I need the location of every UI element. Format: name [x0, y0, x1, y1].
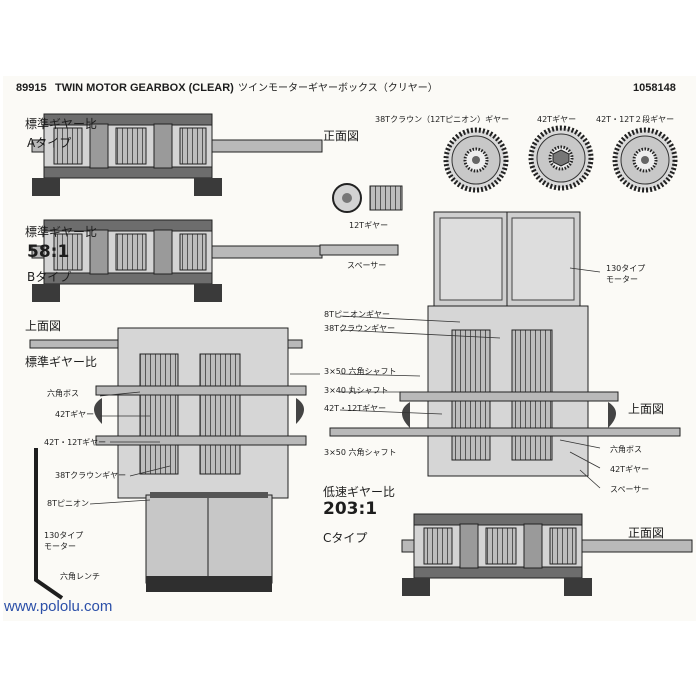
right-crown-label: 38Tクラウンギヤー [324, 324, 396, 333]
type-c-view-label: 正面図 [628, 526, 665, 540]
left-view-label: 上面図 [25, 319, 62, 333]
product-title: TWIN MOTOR GEARBOX (CLEAR) [55, 82, 234, 94]
left-gear-42t-label: 42Tギヤー [55, 410, 95, 419]
left-pinion-label: 8Tピニオン [47, 499, 89, 508]
left-top-view-gearbox [29, 327, 307, 592]
part-number: 1058148 [633, 82, 676, 94]
right-spacer-label: スペーサー [610, 485, 650, 494]
product-title-jp: ツインモーターギヤーボックス（クリヤー） [238, 83, 438, 94]
product-code: 89915 [16, 82, 47, 94]
spacer-caption: スペーサー [347, 261, 387, 270]
type-b-label: Bタイプ [27, 270, 72, 284]
right-gear-42t-label: 42Tギヤー [610, 465, 650, 474]
left-motor-label-2: モーター [44, 542, 76, 551]
type-b-gear-ratio-label: 標準ギヤー比 [25, 225, 98, 239]
gear-42t-caption: 42Tギヤー [537, 115, 577, 124]
right-motor-label-1: 130タイプ [606, 264, 646, 273]
type-c-label: Cタイプ [323, 531, 368, 545]
crown-gear-caption: 38Tクラウン（12Tピニオン）ギヤー [375, 115, 510, 124]
shaft-label-3: 3×50 六角シャフト [324, 448, 397, 457]
type-c-gear-ratio-label: 低速ギヤー比 [323, 485, 396, 499]
type-a-gear-ratio-label: 標準ギヤー比 [25, 117, 98, 131]
right-top-view-gearbox [329, 211, 681, 477]
left-gear-ratio-label: 標準ギヤー比 [25, 355, 98, 369]
type-a-label: Aタイプ [27, 136, 72, 150]
right-view-label: 上面図 [628, 402, 665, 416]
right-double-label: 42T・12Tギヤー [324, 404, 387, 413]
shaft-label-2: 3×40 丸シャフト [324, 386, 389, 395]
left-motor-label-1: 130タイプ [44, 531, 84, 540]
hex-wrench-label: 六角レンチ [60, 572, 100, 581]
type-b-ratio: 58:1 [27, 242, 70, 262]
gear-12t-caption: 12Tギヤー [349, 221, 389, 230]
type-c-ratio: 203:1 [323, 499, 378, 519]
gear-12t-icon [332, 183, 403, 213]
right-motor-label-2: モーター [606, 275, 638, 284]
left-double-gear-label: 42T・12Tギヤー [44, 438, 107, 447]
left-crown-gear-label: 38Tクラウンギヤー [55, 471, 127, 480]
left-hex-boss-label: 六角ボス [47, 389, 79, 398]
type-a-view-label: 正面図 [323, 129, 360, 143]
gear-double-caption: 42T・12T２段ギヤー [596, 115, 675, 124]
shaft-label-1: 3×50 六角シャフト [324, 367, 397, 376]
right-hex-boss-label: 六角ボス [610, 445, 642, 454]
right-pinion-label: 8Tピニオンギヤー [324, 310, 390, 319]
watermark: www.pololu.com [4, 598, 113, 615]
